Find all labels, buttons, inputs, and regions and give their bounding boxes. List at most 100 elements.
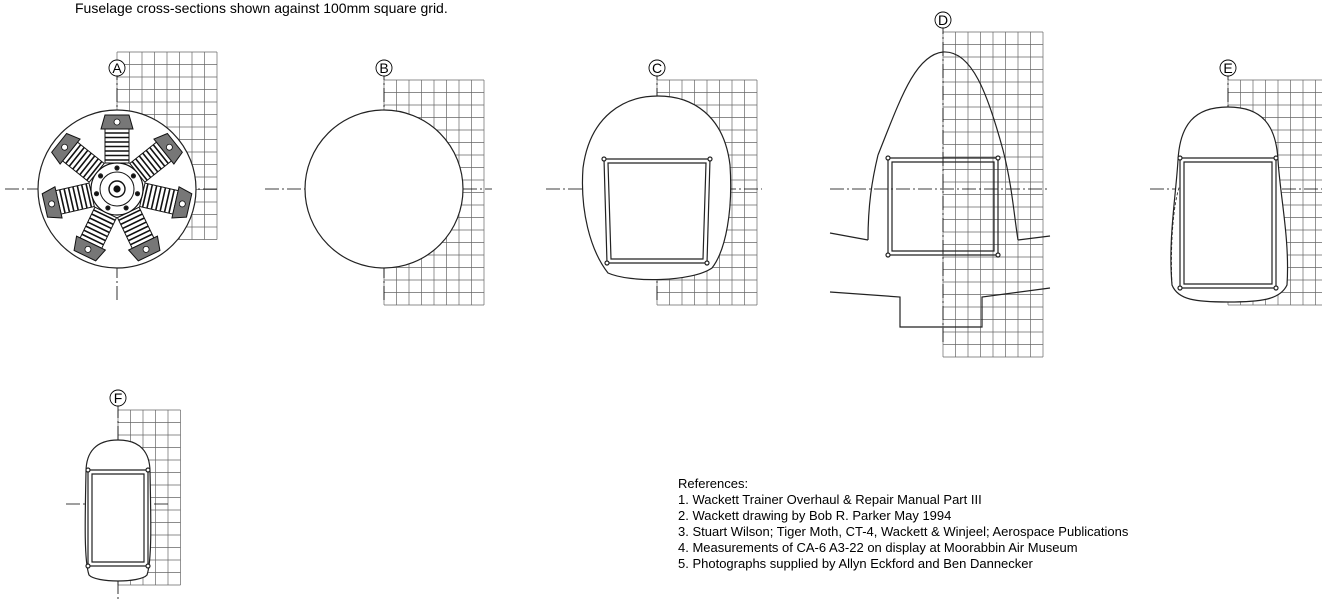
cooling-fin [81, 233, 104, 246]
fuselage-outline-c [581, 95, 732, 281]
frame-inner [1183, 161, 1273, 285]
frame-corner [85, 467, 91, 473]
frame-corner [1177, 155, 1183, 161]
section-label-text: A [112, 60, 122, 76]
fuselage-side-left [867, 154, 879, 241]
cooling-fin [150, 185, 158, 210]
rocker-cover [142, 245, 150, 253]
frame-inner [607, 162, 707, 260]
cooling-fin [82, 158, 99, 178]
cooling-fin [68, 147, 85, 167]
frame-corner [145, 563, 151, 569]
cooling-fin [168, 189, 176, 214]
section-label: D [934, 11, 952, 29]
wing-upper-right [1017, 235, 1051, 241]
engine-cylinder [51, 132, 105, 183]
cooling-fin [142, 152, 159, 173]
cooling-fin [91, 213, 114, 226]
frame-corner [995, 252, 1001, 258]
section-label: E [1219, 59, 1237, 77]
cooling-fin [93, 209, 116, 222]
cooling-fin [141, 183, 149, 208]
section-label: F [109, 389, 127, 407]
reference-item: 3. Stuart Wilson; Tiger Moth, CT-4, Wack… [678, 524, 1129, 539]
engine-cylinder [73, 206, 118, 262]
frame-inner [91, 473, 145, 563]
cooling-fin [135, 158, 152, 178]
label-circle [934, 11, 952, 29]
label-circle [648, 59, 666, 77]
radial-engine [41, 114, 193, 262]
crankcase-bolt [93, 191, 100, 197]
crankcase-bolt [130, 173, 137, 179]
rocker-cover [84, 245, 92, 253]
frame-corner [885, 155, 891, 161]
frame-corner [145, 467, 151, 473]
cooling-fin [131, 161, 148, 181]
cooling-fin [163, 188, 171, 213]
cooling-fin [72, 186, 80, 211]
crankcase-bolt [97, 173, 104, 179]
reference-item: 4. Measurements of CA-6 A3-22 on display… [678, 540, 1078, 555]
fuselage-frame [1177, 155, 1279, 291]
section-label: C [648, 59, 666, 77]
cooling-fin [149, 147, 166, 167]
fuselage-outline-f [84, 439, 152, 582]
grid [942, 31, 1044, 358]
cooling-fin [154, 186, 162, 211]
frame-corner [604, 260, 610, 266]
cooling-fin [128, 229, 151, 242]
fuselage-outline-b [304, 109, 464, 269]
crankcase-bolt [123, 205, 129, 211]
cooling-fin [79, 155, 96, 176]
crankcase-bolt [134, 191, 141, 197]
frame-corner [885, 252, 891, 258]
frame-corner [85, 563, 91, 569]
reference-item: 2. Wackett drawing by Bob R. Parker May … [678, 508, 952, 523]
cooling-fin [159, 187, 167, 212]
rocker-cover [48, 200, 56, 208]
section-label-text: B [379, 60, 388, 76]
label-circle [109, 389, 127, 407]
cooling-fin [138, 155, 155, 176]
reference-item: 5. Photographs supplied by Allyn Eckford… [678, 556, 1033, 571]
engine-cylinder [100, 114, 134, 164]
cooling-fin [146, 184, 154, 209]
cooling-fin [65, 144, 82, 164]
cooling-fin [89, 217, 112, 230]
section-label-text: C [652, 60, 662, 76]
label-circle [1219, 59, 1237, 77]
cooling-fin [58, 189, 66, 214]
rocker-cover [178, 200, 186, 208]
section-label: A [108, 59, 126, 77]
cooling-fin [130, 233, 153, 246]
cooling-fin [83, 229, 106, 242]
section-label-text: F [114, 390, 123, 406]
crankcase-bolt [105, 205, 111, 211]
cooling-fin [85, 225, 108, 238]
fuselage-frame [601, 156, 713, 266]
cooling-fin [126, 225, 149, 238]
frame-corner [995, 155, 1001, 161]
section-label-text: D [938, 12, 948, 28]
section-label: B [375, 59, 393, 77]
rocker-cover [113, 118, 121, 126]
section-outlines [37, 51, 1289, 582]
cooling-fin [63, 188, 71, 213]
engine-cylinder [139, 182, 193, 219]
cooling-fin [76, 185, 84, 210]
rocker-cover [165, 143, 173, 151]
wing-upper-left [829, 232, 869, 241]
engine-cylinder [129, 132, 183, 183]
canopy-outline [877, 51, 1019, 241]
cooling-fin [85, 183, 93, 208]
frame-corner [707, 156, 713, 162]
references-block: References: 1. Wackett Trainer Overhaul … [678, 476, 1128, 572]
cooling-fin [120, 213, 143, 226]
fuselage-frame [885, 155, 1001, 258]
cooling-fin [124, 221, 147, 234]
reference-item: 1. Wackett Trainer Overhaul & Repair Man… [678, 492, 982, 507]
cooling-fin [145, 149, 162, 170]
fuselage-frame [85, 467, 151, 569]
